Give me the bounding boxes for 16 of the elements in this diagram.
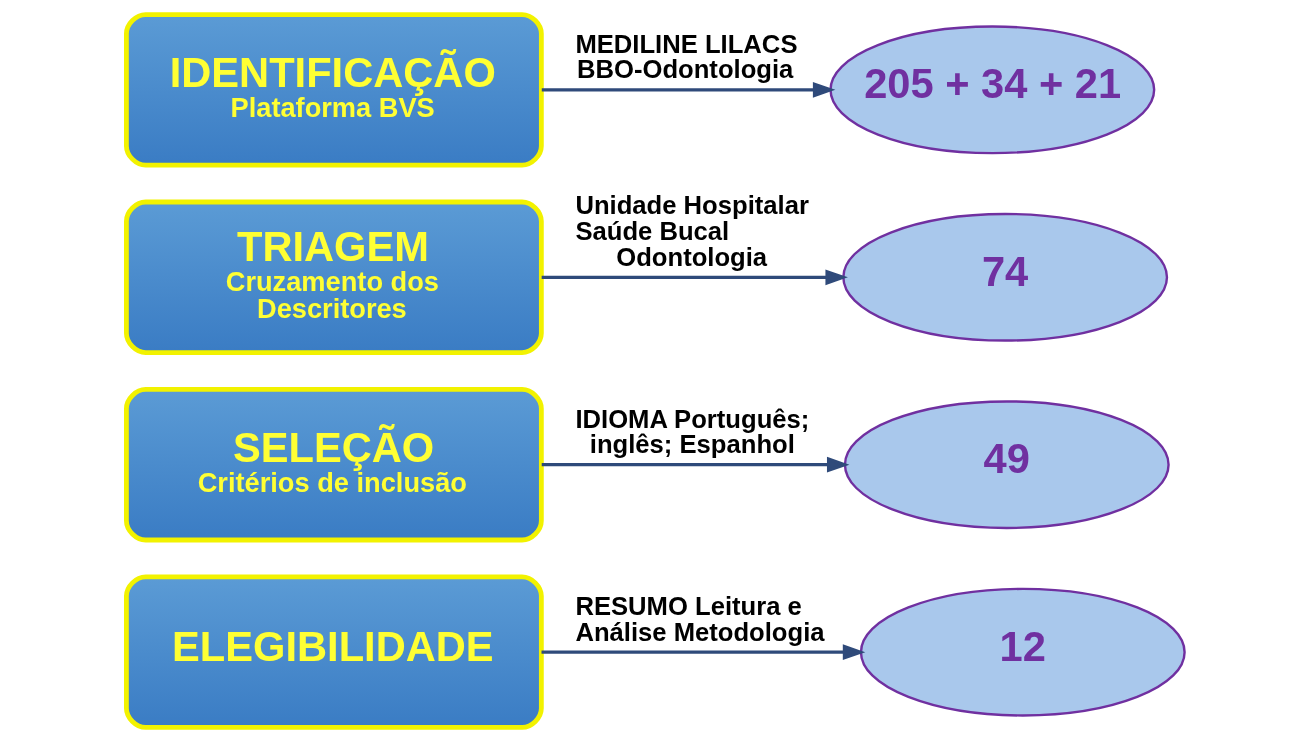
node-ellipse: 205 + 34 + 21 (829, 25, 1156, 155)
node-box: TRIAGEM Cruzamento dos Descritores (124, 199, 544, 355)
arrow (541, 456, 850, 473)
arrow (541, 81, 836, 98)
node-ellipse: 49 (843, 400, 1170, 530)
node-box: SELEÇÃO Critérios de inclusão (124, 387, 544, 543)
edge-label: RESUMO Leitura e Análise Metodologia (575, 592, 825, 646)
node-ellipse: 12 (859, 587, 1186, 717)
node-box: IDENTIFICAÇÃO Plataforma BVS (124, 12, 544, 168)
node-ellipse: 74 (842, 212, 1169, 342)
arrow (541, 269, 848, 286)
node-box: ELEGIBILIDADE (124, 574, 544, 730)
edge-label: IDIOMA Português; inglês; Espanhol (575, 404, 810, 459)
edge-label: Unidade Hospitalar Saúde Bucal Odontologia (575, 191, 809, 271)
edge-label: MEDILINE LILACS BBO-Odontologia (575, 29, 798, 84)
arrow (541, 644, 866, 661)
